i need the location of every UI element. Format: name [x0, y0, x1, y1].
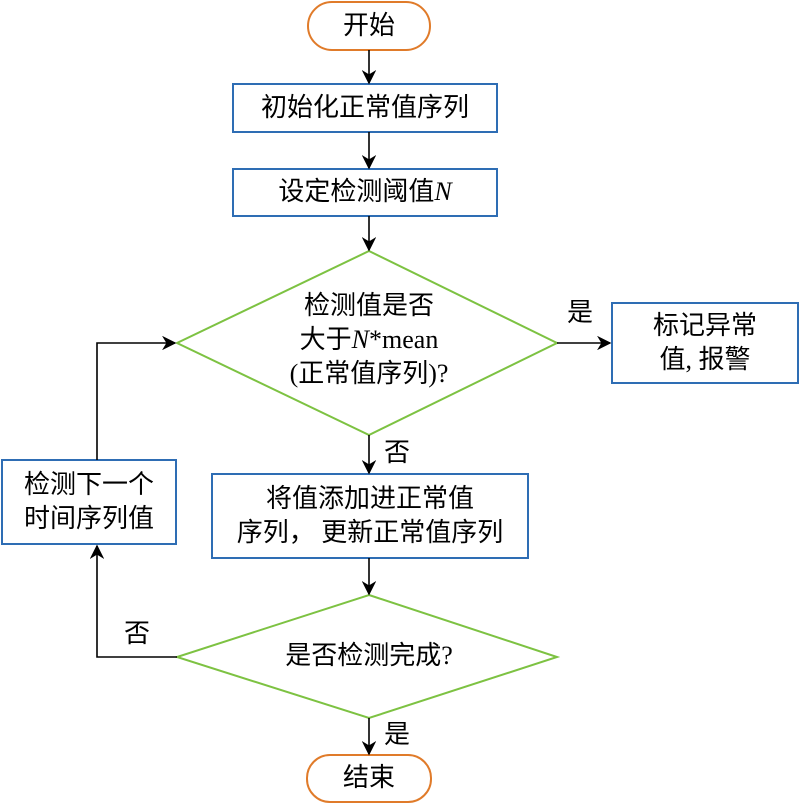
- decision-threshold-label: 检测值是否 大于N*mean (正常值序列)?: [219, 289, 519, 391]
- append-label: 将值添加进正常值 序列， 更新正常值序列: [212, 482, 528, 550]
- no-label-decision-2: 否: [124, 619, 151, 648]
- next-value-label: 检测下一个 时间序列值: [2, 468, 176, 536]
- yes-label-decision-2: 是: [384, 720, 411, 749]
- init-box: [232, 83, 498, 133]
- next-line-2: 时间序列值: [23, 504, 154, 533]
- mark-anomaly-label: 标记异常 值, 报警: [612, 309, 798, 377]
- decision-line-2: 大于N*mean: [219, 323, 519, 357]
- append-line-1: 将值添加进正常值: [265, 484, 474, 513]
- no-label-decision-1: 否: [384, 438, 411, 467]
- init-label: 初始化正常值序列: [260, 93, 469, 122]
- threshold-label: 设定检测阈值N: [233, 179, 497, 205]
- arrow-complete-no-to-next: [89, 544, 177, 658]
- arrow-next-to-decision: [96, 335, 177, 460]
- decision-line-2-var: N: [351, 325, 370, 354]
- decision-line-2-post: *mean: [369, 325, 439, 354]
- mark-line-1: 标记异常: [652, 311, 757, 340]
- append-line-2: 序列， 更新正常值序列: [236, 518, 504, 547]
- mark-anomaly-box: [611, 302, 799, 384]
- decision-line-3: (正常值序列)?: [289, 359, 449, 388]
- next-line-1: 检测下一个: [23, 470, 154, 499]
- threshold-var: N: [434, 177, 452, 206]
- next-value-box: [1, 459, 177, 545]
- decision-line-2-pre: 大于: [299, 325, 352, 354]
- mark-line-2: 值, 报警: [659, 345, 751, 374]
- yes-label-decision-1: 是: [567, 298, 594, 327]
- start-label: 开始: [342, 11, 395, 40]
- threshold-text: 设定检测阈值: [278, 177, 435, 206]
- end-label: 结束: [342, 763, 395, 792]
- decision-complete-label: 是否检测完成?: [285, 641, 453, 670]
- decision-line-1: 检测值是否: [303, 291, 434, 320]
